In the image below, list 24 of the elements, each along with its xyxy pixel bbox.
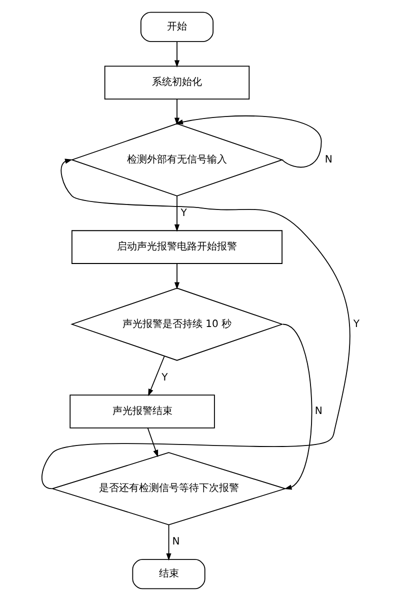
arrow — [40, 158, 350, 490]
node-box: 声光报警结束 — [69, 394, 214, 428]
node-diamond: 声光报警是否持续 10 秒 — [70, 288, 283, 361]
node-box: 启动声光报警电路开始报警 — [70, 230, 282, 264]
node-box: 结束 — [132, 559, 205, 590]
edge-label: N — [172, 536, 180, 548]
arrow — [174, 98, 180, 126]
arrow — [146, 428, 158, 458]
node-box: 开始 — [140, 12, 214, 42]
arrow — [174, 263, 180, 290]
edge-label: Y — [161, 372, 168, 384]
node-diamond: 检测外部有无信号输入 — [70, 123, 283, 196]
arrow — [174, 41, 180, 68]
edge-label: N — [324, 154, 332, 166]
edge-label: N — [314, 406, 322, 418]
edge-label: Y — [180, 208, 186, 219]
arrow — [148, 356, 164, 396]
node-diamond: 是否还有检测信号等待下次报警 — [50, 452, 286, 526]
arrow — [174, 196, 180, 232]
arrow — [282, 324, 312, 490]
arrow — [175, 115, 322, 168]
edge-label: Y — [352, 318, 360, 330]
arrow — [166, 524, 171, 561]
node-box: 系统初始化 — [104, 66, 250, 100]
